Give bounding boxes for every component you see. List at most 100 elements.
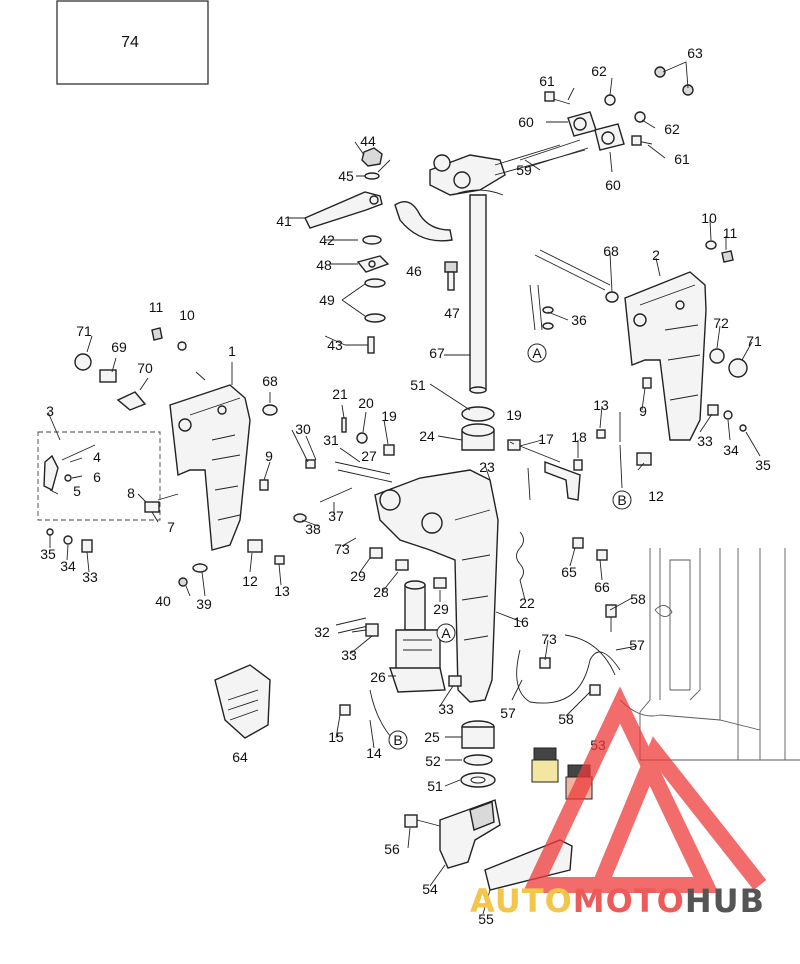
part-number-label: 27 xyxy=(361,448,377,464)
part-number-label: 73 xyxy=(541,631,557,647)
part-number-label: 52 xyxy=(425,753,441,769)
part-number-label: 32 xyxy=(314,624,330,640)
part-number-label: 1 xyxy=(228,343,236,359)
lower-bushing-stack xyxy=(460,720,496,788)
svg-text:A: A xyxy=(532,345,542,361)
tilt-handle xyxy=(214,664,271,739)
reference-marker-b: B xyxy=(388,730,408,750)
part-number-label: 61 xyxy=(674,151,690,167)
watermark-brand-moto: MOTO xyxy=(573,882,685,920)
part-number-label: 43 xyxy=(327,337,343,353)
part-number-label: 22 xyxy=(519,595,535,611)
part-number-label: 9 xyxy=(265,448,273,464)
part-number-label: 58 xyxy=(558,711,574,727)
part-number-label: 25 xyxy=(424,729,440,745)
part-number-label: 58 xyxy=(630,591,646,607)
part-number-label: 24 xyxy=(419,428,435,444)
watermark-brand-auto: AUTO xyxy=(470,882,573,920)
title-box: 74 xyxy=(56,0,209,85)
part-number-label: 55 xyxy=(478,911,494,927)
part-number-label: 8 xyxy=(127,485,135,501)
part-number-label: 21 xyxy=(332,386,348,402)
part-number-label: 48 xyxy=(316,257,332,273)
part-number-label: 51 xyxy=(427,778,443,794)
part-number-label: 18 xyxy=(571,429,587,445)
part-number-label: 19 xyxy=(506,407,522,423)
part-number-label: 37 xyxy=(328,508,344,524)
tilt-cylinder xyxy=(335,547,462,739)
part-number-label: 20 xyxy=(358,395,374,411)
part-number-label: 56 xyxy=(384,841,400,857)
part-number-label: 61 xyxy=(539,73,555,89)
part-number-label: 63 xyxy=(687,45,703,61)
part-number-label: 35 xyxy=(755,457,771,473)
swivel-bracket-center xyxy=(293,406,608,703)
part-number-label: 70 xyxy=(137,360,153,376)
part-number-label: 36 xyxy=(571,312,587,328)
part-number-label: 11 xyxy=(723,225,738,241)
part-number-label: 2 xyxy=(652,247,660,263)
part-number-label: 49 xyxy=(319,292,335,308)
swivel-bracket-right xyxy=(529,240,748,489)
watermark-triangle-logo xyxy=(522,686,767,893)
part-number-label: 29 xyxy=(350,568,366,584)
part-number-label: 17 xyxy=(538,431,554,447)
part-number-label: 31 xyxy=(323,432,339,448)
part-number-label: 68 xyxy=(603,243,619,259)
part-number-label: 34 xyxy=(723,442,739,458)
part-number-label: 33 xyxy=(438,701,454,717)
part-number-label: 64 xyxy=(232,749,248,765)
engine-housing-outline xyxy=(619,548,800,761)
part-number-label: 62 xyxy=(664,121,680,137)
part-number-label: 68 xyxy=(262,373,278,389)
reference-marker-a: A xyxy=(436,623,456,643)
part-number-label: 33 xyxy=(82,569,98,585)
part-number-label: 47 xyxy=(444,305,460,321)
part-number-label: 71 xyxy=(746,333,762,349)
part-number-label: 4 xyxy=(93,449,101,465)
part-number-label: 66 xyxy=(594,579,610,595)
part-number-label: 57 xyxy=(500,705,516,721)
part-number-label: 7 xyxy=(167,519,175,535)
part-number-label: 62 xyxy=(591,63,607,79)
part-number-label: 60 xyxy=(518,114,534,130)
lock-plate-group xyxy=(304,147,458,354)
part-number-label: 15 xyxy=(328,729,344,745)
part-number-label: 73 xyxy=(334,541,350,557)
part-number-label: 51 xyxy=(410,377,426,393)
part-number-label: 42 xyxy=(319,232,335,248)
part-number-label: 13 xyxy=(274,583,290,599)
part-number-label: 14 xyxy=(366,745,382,761)
reference-marker-b: B xyxy=(612,490,632,510)
part-number-label: 67 xyxy=(429,345,445,361)
part-number-label: 65 xyxy=(561,564,577,580)
leader-lines xyxy=(47,77,761,915)
part-number-label: 69 xyxy=(111,339,127,355)
part-number-label: 40 xyxy=(155,593,171,609)
part-number-label: 12 xyxy=(648,488,664,504)
part-number-label: 23 xyxy=(479,459,495,475)
watermark-brand-hub: HUB xyxy=(685,882,765,920)
part-number-label: 28 xyxy=(373,584,389,600)
reference-marker-a: A xyxy=(527,343,547,363)
part-number-label: 13 xyxy=(593,397,609,413)
part-number-label: 26 xyxy=(370,669,386,685)
part-number-label: 9 xyxy=(639,403,647,419)
part-number-label: 11 xyxy=(149,299,164,315)
part-number-label: 33 xyxy=(697,433,713,449)
part-number-label: 54 xyxy=(422,881,438,897)
part-number-label: 34 xyxy=(60,558,76,574)
part-number-label: 30 xyxy=(295,421,311,437)
swivel-bracket-left xyxy=(37,327,285,587)
ground-wiring xyxy=(516,604,621,704)
part-number-label: 44 xyxy=(360,133,376,149)
part-number-label: 6 xyxy=(93,469,101,485)
svg-text:A: A xyxy=(441,625,451,641)
steering-shaft xyxy=(452,189,504,394)
part-number-label: 38 xyxy=(305,521,321,537)
part-number-label: 46 xyxy=(406,263,422,279)
part-number-label: 3 xyxy=(46,403,54,419)
part-number-label: 45 xyxy=(338,168,354,184)
